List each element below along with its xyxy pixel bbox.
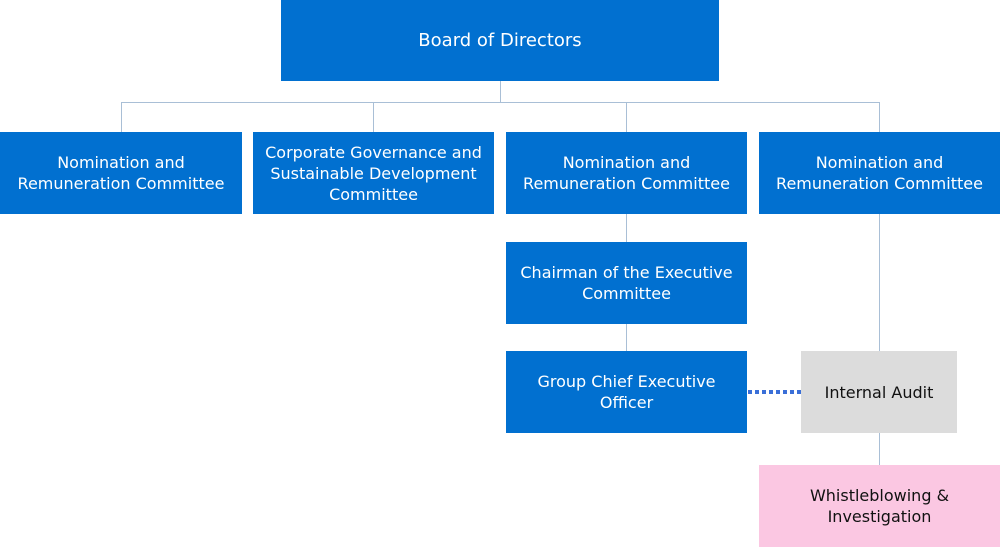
nomination-remuneration-committee-box-1: Nomination and Remuneration Committee xyxy=(0,132,242,214)
chairman-executive-committee-box: Chairman of the Executive Committee xyxy=(506,242,747,324)
nomination-remuneration-committee-box-2: Nomination and Remuneration Committee xyxy=(506,132,747,214)
internal-audit-box: Internal Audit xyxy=(801,351,957,433)
board-of-directors-box: Board of Directors xyxy=(281,0,719,81)
corporate-governance-committee-box: Corporate Governance and Sustainable Dev… xyxy=(253,132,494,214)
whistleblowing-investigation-box: Whistleblowing & Investigation xyxy=(759,465,1000,547)
group-ceo-box: Group Chief Executive Officer xyxy=(506,351,747,433)
nomination-remuneration-committee-box-3: Nomination and Remuneration Committee xyxy=(759,132,1000,214)
